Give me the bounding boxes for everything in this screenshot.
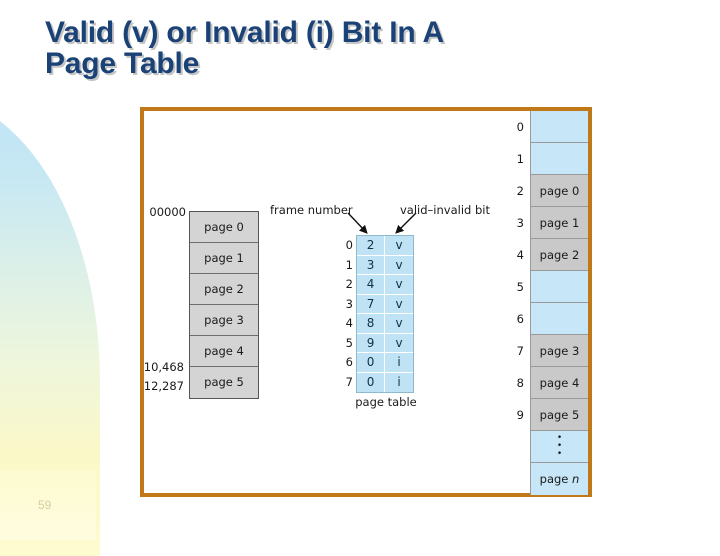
physical-frame-index: 3 (516, 216, 524, 230)
physical-frame-label: page n (539, 472, 580, 486)
page-table-row-index: 1 (345, 257, 353, 272)
physical-frame-index: 5 (516, 280, 524, 294)
physical-frame-index: 9 (516, 408, 524, 422)
physical-frame-label: page 1 (539, 216, 580, 230)
address-label-top: 00000 (149, 205, 186, 219)
logical-page-cell: page 5 (190, 367, 258, 398)
address-label-mid: 10,468 (143, 360, 184, 374)
physical-frame-label: page 2 (539, 248, 580, 262)
physical-frame-label: page 3 (539, 344, 580, 358)
page-table-frame-number: 3 (357, 255, 386, 274)
logical-page-cell: page 2 (190, 274, 258, 305)
physical-frame-index: 4 (516, 248, 524, 262)
physical-frame-cell: 5 (517, 271, 588, 303)
physical-memory-column: 0 1 2 page 0 3 page 1 4 page 2 5 6 7 page 3 8 page 4 9… (517, 111, 588, 495)
physical-frame-cell: page n (531, 463, 588, 495)
page-table-row-index: 2 (345, 277, 353, 291)
page-table-valid-bit: v (395, 296, 403, 311)
physical-frame-cell: 6 (517, 303, 588, 335)
physical-frame-cell: 0 (517, 111, 588, 143)
physical-frame-label: page 4 (539, 376, 580, 390)
page-table-valid-bit: v (395, 277, 403, 291)
physical-frame-index: 7 (516, 344, 524, 358)
logical-page-cell: page 4 (190, 336, 258, 367)
background-decoration-fade (0, 470, 96, 540)
slide-number: 59 (38, 498, 52, 512)
page-table-frame-number: 4 (357, 275, 386, 294)
physical-frame-cell: 4 page 2 (517, 239, 588, 271)
physical-frame-index: 1 (516, 152, 524, 166)
page-table-frame-number: 8 (357, 314, 386, 333)
physical-frame-cell: ••• (531, 431, 588, 463)
physical-frame-cell: 1 (517, 143, 588, 175)
page-table-valid-bit: i (397, 355, 401, 369)
page-table-frame-number: 0 (357, 353, 386, 372)
page-table-row-index: 0 (345, 238, 353, 252)
page-table-row-index: 5 (345, 335, 353, 350)
page-table-frame-number: 9 (357, 333, 386, 352)
physical-frame-index: 6 (516, 312, 524, 326)
physical-frame-cell: 2 page 0 (517, 175, 588, 207)
page-table-valid-bit: v (395, 335, 403, 350)
physical-frame-index: 2 (516, 184, 524, 198)
logical-page-cell: page 3 (190, 305, 258, 336)
physical-frame-index: 8 (516, 376, 524, 390)
page-table-valid-bit: i (397, 374, 401, 389)
page-table-valid-bit: v (395, 238, 403, 252)
physical-frame-cell: 8 page 4 (517, 367, 588, 399)
physical-frame-cell: 9 page 5 (517, 399, 588, 431)
page-table-frame-number: 7 (357, 294, 386, 313)
page-table-row-index: 6 (345, 355, 353, 369)
physical-frame-cell: 3 page 1 (517, 207, 588, 239)
page-table-valid-bit: v (395, 316, 403, 330)
logical-page-cell: page 1 (190, 243, 258, 274)
page-table-row-index: 4 (345, 316, 353, 330)
physical-frame-label: page 0 (539, 184, 580, 198)
vertical-ellipsis-icon: ••• (556, 433, 563, 459)
logical-page-cell: page 0 (190, 212, 258, 243)
page-table-row-index: 3 (345, 296, 353, 311)
frame-number-label: frame number (270, 203, 353, 217)
page-table-valid-bit: v (395, 257, 403, 272)
page-table-frame-number: 0 (357, 372, 386, 392)
physical-frame-label: page 5 (539, 408, 580, 422)
physical-frame-index: 0 (516, 120, 524, 134)
page-title: Valid (v) or Invalid (i) Bit In A Page T… (45, 16, 444, 80)
page-table-caption: page table (355, 395, 417, 409)
address-label-bottom: 12,287 (143, 379, 184, 393)
page-table-frame-number: 2 (357, 236, 386, 255)
physical-frame-cell: 7 page 3 (517, 335, 588, 367)
page-table-row-index: 7 (345, 374, 353, 389)
valid-invalid-bit-label: valid–invalid bit (400, 203, 490, 217)
